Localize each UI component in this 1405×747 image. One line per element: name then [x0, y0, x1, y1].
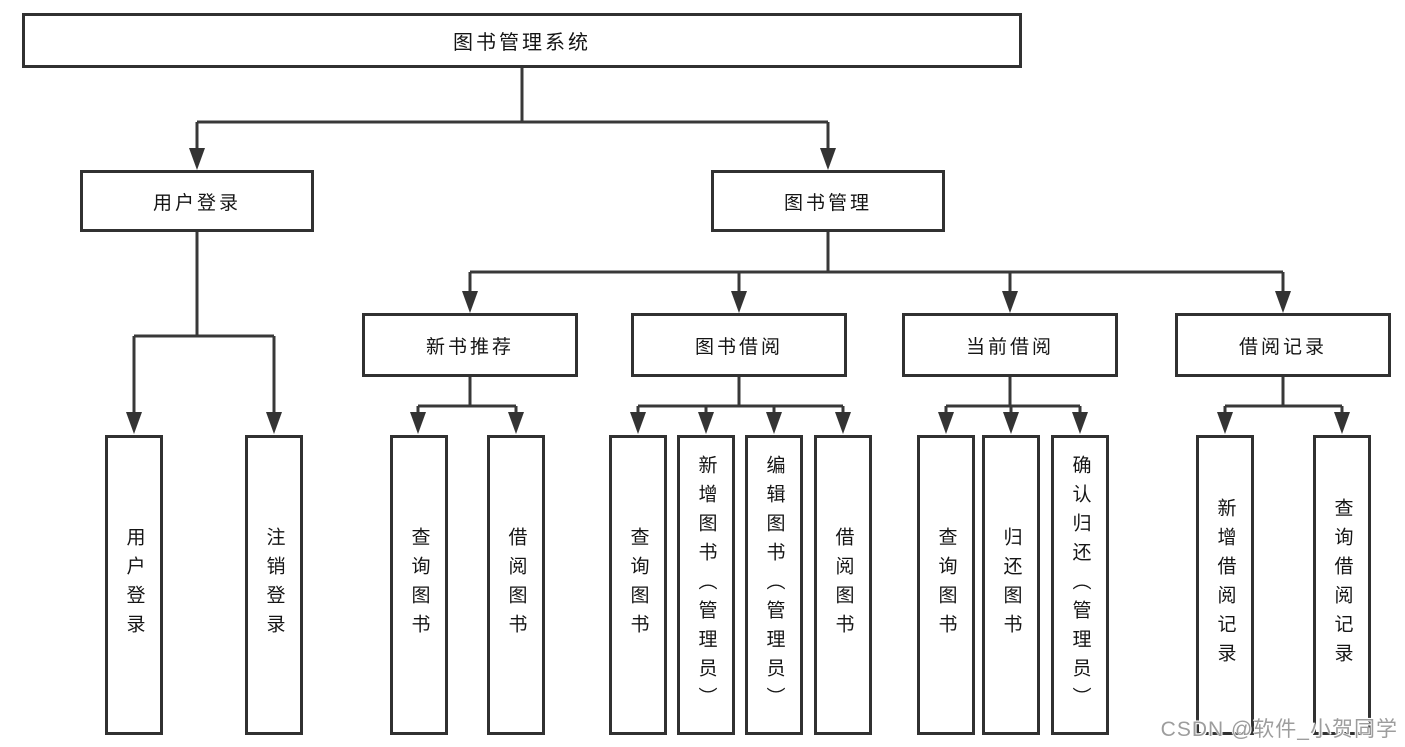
leaf-borrow-book-rec: 借阅图书 — [487, 435, 545, 735]
connector-user-login-to-leaves — [126, 232, 282, 434]
leaf-query-book-rec: 查询图书 — [390, 435, 448, 735]
leaf-add-book: 新增图书（管理员） — [677, 435, 735, 735]
leaf-query-book-borrow: 查询图书 — [609, 435, 667, 735]
leaf-borrow-book-rec-label: 借阅图书 — [505, 527, 527, 643]
leaf-edit-book: 编辑图书（管理员） — [745, 435, 803, 735]
node-book-borrow: 图书借阅 — [631, 313, 847, 377]
leaf-query-book-current-label: 查询图书 — [935, 527, 957, 643]
connector-book-borrow-to-leaves — [630, 377, 851, 434]
connector-root-to-level2 — [189, 68, 836, 170]
connector-current-borrow-to-leaves — [938, 377, 1088, 434]
leaf-query-borrow-record: 查询借阅记录 — [1313, 435, 1371, 735]
leaf-add-book-label: 新增图书（管理员） — [695, 454, 717, 716]
node-book-borrow-label: 图书借阅 — [694, 336, 783, 358]
csdn-watermark: CSDN @软件_小贺同学 — [1160, 718, 1398, 741]
node-current-borrow: 当前借阅 — [902, 313, 1118, 377]
node-root-label: 图书管理系统 — [453, 32, 591, 54]
leaf-confirm-return-label: 确认归还（管理员） — [1069, 454, 1091, 716]
node-borrow-records-label: 借阅记录 — [1238, 336, 1327, 358]
leaf-query-book-rec-label: 查询图书 — [408, 527, 430, 643]
node-new-book-rec: 新书推荐 — [362, 313, 578, 377]
leaf-query-borrow-record-label: 查询借阅记录 — [1331, 498, 1353, 672]
leaf-return-book: 归还图书 — [982, 435, 1040, 735]
leaf-borrow-book-borrow-label: 借阅图书 — [832, 527, 854, 643]
leaf-return-book-label: 归还图书 — [1000, 527, 1022, 643]
leaf-borrow-book-borrow: 借阅图书 — [814, 435, 872, 735]
node-book-mgmt: 图书管理 — [711, 170, 945, 232]
leaf-add-borrow-record: 新增借阅记录 — [1196, 435, 1254, 735]
leaf-edit-book-label: 编辑图书（管理员） — [763, 454, 785, 716]
node-root: 图书管理系统 — [22, 13, 1022, 68]
connector-borrow-records-to-leaves — [1217, 377, 1350, 434]
leaf-confirm-return: 确认归还（管理员） — [1051, 435, 1109, 735]
connector-book-mgmt-to-level3 — [462, 232, 1291, 313]
leaf-query-book-borrow-label: 查询图书 — [627, 527, 649, 643]
node-current-borrow-label: 当前借阅 — [965, 336, 1054, 358]
node-user-login: 用户登录 — [80, 170, 314, 232]
node-borrow-records: 借阅记录 — [1175, 313, 1391, 377]
leaf-user-login: 用户登录 — [105, 435, 163, 735]
leaf-add-borrow-record-label: 新增借阅记录 — [1214, 498, 1236, 672]
leaf-logout-label: 注销登录 — [263, 527, 285, 643]
node-new-book-rec-label: 新书推荐 — [425, 336, 514, 358]
leaf-query-book-current: 查询图书 — [917, 435, 975, 735]
node-user-login-label: 用户登录 — [152, 192, 241, 214]
connector-new-book-rec-to-leaves — [410, 377, 524, 434]
node-book-mgmt-label: 图书管理 — [783, 192, 872, 214]
leaf-logout: 注销登录 — [245, 435, 303, 735]
leaf-user-login-label: 用户登录 — [123, 527, 145, 643]
